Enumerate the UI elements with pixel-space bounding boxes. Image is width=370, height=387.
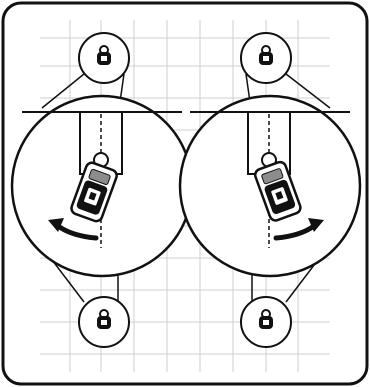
- small-detail-bottom-right: [240, 296, 292, 348]
- detail-panel-right: [178, 94, 362, 278]
- small-detail-top-left: [78, 32, 130, 84]
- rotation-arrow-ccw-icon: [55, 223, 99, 241]
- small-detail-top-right: [240, 32, 292, 84]
- small-detail-bottom-left: [78, 296, 130, 348]
- detail-panel-left: [10, 94, 194, 278]
- rotation-arrow-cw-icon: [273, 223, 317, 241]
